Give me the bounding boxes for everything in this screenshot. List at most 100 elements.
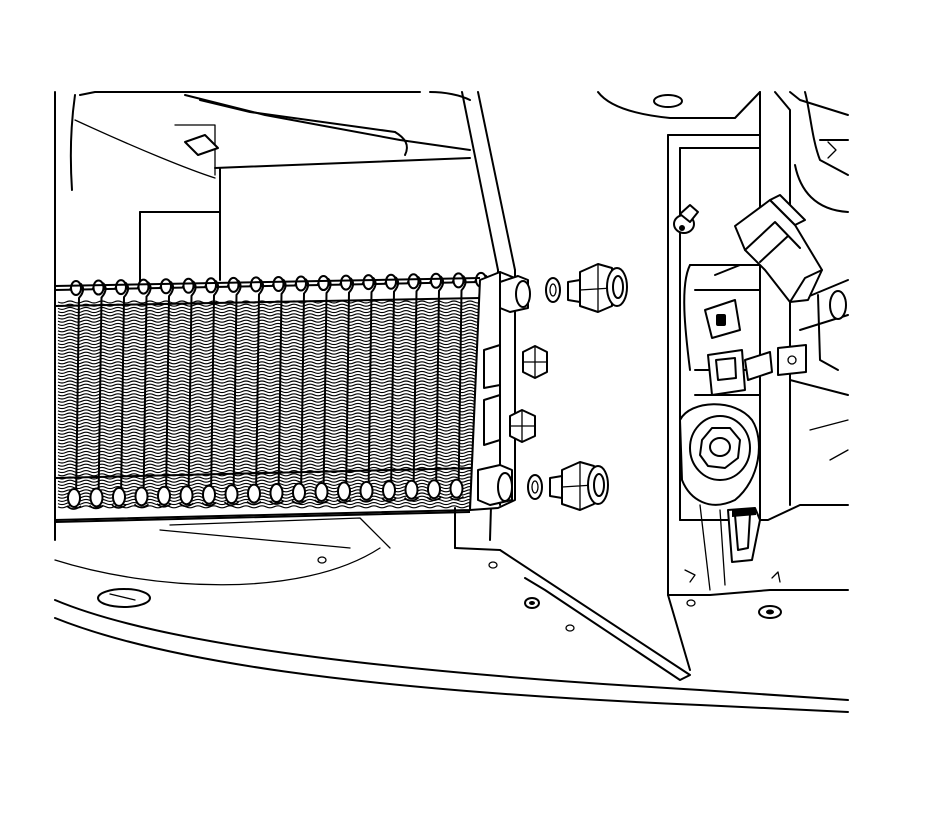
cooler-fin-row <box>57 502 483 506</box>
cooler-fin-row <box>57 431 483 435</box>
electrical-connector <box>727 507 761 563</box>
cooler-rib-cap <box>382 480 396 501</box>
cooler-fin-row <box>57 396 483 400</box>
cooler-fin-row <box>57 348 483 352</box>
cooler-fin-row <box>57 402 483 406</box>
upper-sealing-washer <box>545 277 561 303</box>
cooler-fin-row <box>57 326 483 330</box>
electrical-connector <box>707 344 807 396</box>
cooler-fin-row <box>57 345 483 349</box>
cooler-fin-row <box>57 418 483 422</box>
cooler-fin-row <box>57 450 483 454</box>
cooler-fin-row <box>57 406 483 410</box>
cooler-top-tank <box>54 271 490 501</box>
cooler-rib-cap <box>92 279 105 296</box>
cooler-fin-row <box>57 335 483 339</box>
cooler-fin-row <box>57 364 483 368</box>
cooler-fin-row <box>57 386 483 390</box>
stud-fastener <box>673 204 699 234</box>
cooler-fin-row <box>57 354 483 358</box>
cooler-rib-cap <box>89 487 104 508</box>
cooler-rib-base <box>313 499 329 504</box>
cooler-rib-base <box>291 499 307 505</box>
cooler-fin-row <box>57 409 483 413</box>
cooler-fin-row <box>57 338 483 342</box>
mounting-bolt <box>522 345 548 379</box>
mounting-bracket <box>704 299 741 339</box>
vehicle-body-panels <box>54 91 516 541</box>
cooler-rib-cap <box>314 481 329 502</box>
cooler-rib-base <box>246 500 262 506</box>
cooler-tank-edge <box>54 277 481 307</box>
cooler-rib-cap <box>272 275 285 292</box>
cooler-fin-row <box>57 390 483 394</box>
cooler-fin-row <box>57 306 483 310</box>
cooler-rib-cap <box>337 481 351 502</box>
cooler-fin-row <box>57 428 483 432</box>
cooler-rib-cap <box>359 480 374 501</box>
cooler-rib-cap <box>269 483 284 504</box>
cooler-rib-cap <box>340 274 352 291</box>
cooler-fin-row <box>57 476 483 480</box>
cooler-fin-row <box>57 457 483 461</box>
cooler-fin-row <box>57 300 483 304</box>
cooler-rib-cap <box>160 278 172 295</box>
cooler-bottom-tank <box>54 467 487 523</box>
cooler-rib-cap <box>112 486 126 507</box>
cooler-rib-base <box>133 503 149 509</box>
suspension-bushing <box>679 403 760 506</box>
cooler-fin-row <box>57 473 483 477</box>
cooler-fin-row <box>57 438 483 442</box>
cooler-rib-cap <box>137 278 150 295</box>
cooler-rib-cap <box>247 483 261 504</box>
upper-cooler-line-fitting <box>567 263 628 313</box>
cooler-fin-row <box>57 441 483 445</box>
cooler-rib-base <box>336 498 352 504</box>
cooler-rib-cap <box>157 485 171 506</box>
cooler-rib-cap <box>205 277 217 294</box>
cooler-rib-cap <box>317 275 330 292</box>
cooler-rib-cap <box>224 484 239 505</box>
cooler-rib-base <box>403 497 419 502</box>
cooler-fin-row <box>57 361 483 365</box>
cooler-fin-row <box>57 505 483 509</box>
cooler-fin-row <box>57 342 483 346</box>
lower-sealing-washer <box>527 474 543 500</box>
cooler-fin-row <box>57 322 483 326</box>
cooler-rib-cap <box>115 279 127 296</box>
cooler-rib-cap <box>70 280 82 296</box>
cooler-rib-base <box>178 502 194 508</box>
cooler-fin-row <box>57 329 483 333</box>
cooler-rib-cap <box>250 276 262 293</box>
cooler-fin-row <box>57 399 483 403</box>
cooler-rib-cap <box>362 274 375 291</box>
cooler-fin-row <box>57 370 483 374</box>
cooler-fin-row <box>57 412 483 416</box>
cooler-fin-row <box>57 460 483 464</box>
cooler-rib-base <box>223 501 239 506</box>
cooler-rib-cap <box>202 484 216 505</box>
cooler-rib-cap <box>182 277 195 294</box>
cooler-rib-base <box>156 503 172 508</box>
cooler-fin-row <box>57 319 483 323</box>
cooler-rib-cap <box>449 478 464 499</box>
cooler-rib-cap <box>292 482 306 503</box>
cooler-rib-cap <box>452 272 465 289</box>
cooler-rib-cap <box>134 486 149 507</box>
cooler-rib-cap <box>430 272 442 289</box>
cooler-fin-row <box>57 415 483 419</box>
cooler-fin-row <box>57 454 483 458</box>
cooler-fin-row <box>57 316 483 320</box>
cooler-fin-row <box>57 332 483 336</box>
cooler-rib-base <box>448 495 464 501</box>
cooler-rib-cap <box>385 273 397 290</box>
mounting-bracket <box>454 507 691 681</box>
cooler-rib-cap <box>67 488 81 508</box>
front-fascia <box>54 517 849 713</box>
cooler-fin-row <box>57 358 483 362</box>
cooler-rib-cap <box>407 273 420 290</box>
electrical-connector <box>734 194 823 303</box>
cooler-fin-row <box>57 434 483 438</box>
